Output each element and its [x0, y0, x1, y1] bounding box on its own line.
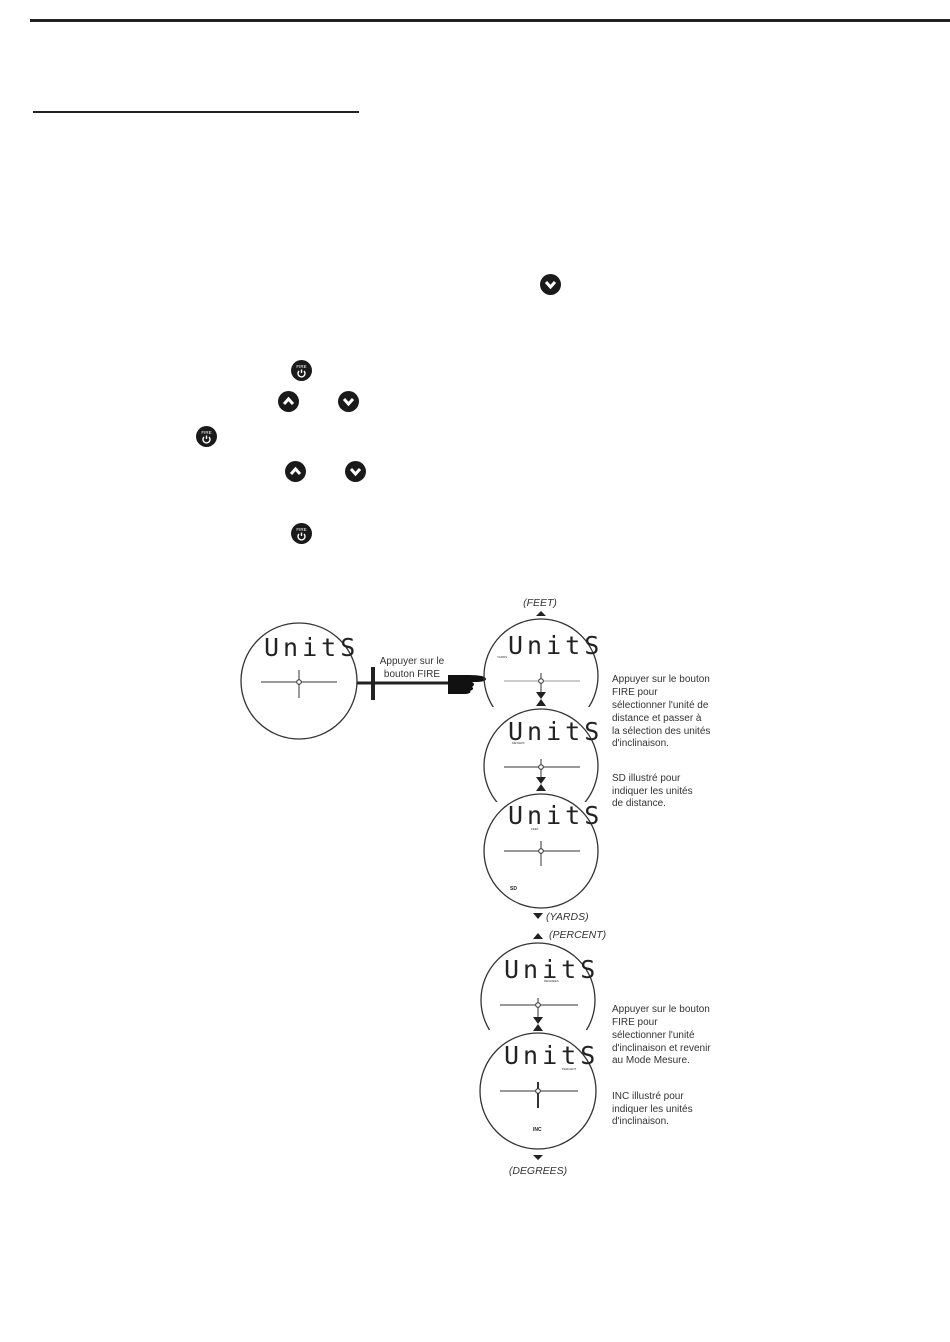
display-units-initial: UnitS	[240, 622, 359, 740]
svg-text:distance et passer à: distance et passer à	[612, 713, 702, 724]
chevron-up-icon	[278, 391, 299, 412]
svg-text:DEGREES: DEGREES	[544, 979, 559, 983]
section-title-underline	[33, 111, 359, 113]
svg-text:FEET: FEET	[531, 827, 539, 831]
chevron-down-icon	[345, 461, 366, 482]
top-rule	[30, 19, 950, 22]
display-units-yards	[483, 618, 599, 707]
svg-text:(YARDS): (YARDS)	[546, 911, 589, 923]
svg-text:bouton FIRE: bouton FIRE	[384, 669, 440, 680]
fire-button-icon: FIRE	[196, 426, 217, 447]
note-sd: SD illustré pour indiquer les unités de …	[612, 773, 693, 809]
display-units-feet: UnitS FEET SD	[483, 793, 603, 909]
svg-text:(FEET): (FEET)	[523, 597, 557, 609]
svg-text:indiquer les unités: indiquer les unités	[612, 1104, 693, 1115]
fire-button-icon: FIRE	[291, 523, 312, 544]
note-incline-selection: Appuyer sur le bouton FIRE pour sélectio…	[612, 1004, 711, 1066]
chevron-up-icon	[285, 461, 306, 482]
chevron-down-icon	[338, 391, 359, 412]
svg-text:UnitS: UnitS	[504, 1041, 599, 1070]
svg-text:d'inclinaison.: d'inclinaison.	[612, 1116, 669, 1127]
svg-text:d'inclinaison et revenir: d'inclinaison et revenir	[612, 1043, 711, 1054]
svg-text:de distance.: de distance.	[612, 798, 666, 809]
svg-text:Appuyer sur le bouton: Appuyer sur le bouton	[612, 674, 710, 685]
svg-text:SD illustré pour: SD illustré pour	[612, 773, 681, 784]
svg-text:YARDS: YARDS	[497, 655, 507, 659]
svg-text:sélectionner l'unité de: sélectionner l'unité de	[612, 700, 709, 711]
fire-button-icon: FIRE	[291, 360, 312, 381]
svg-text:FIRE pour: FIRE pour	[612, 1017, 658, 1028]
svg-text:SD: SD	[510, 886, 517, 892]
svg-text:au Mode Mesure.: au Mode Mesure.	[612, 1055, 690, 1066]
note-distance-selection: Appuyer sur le bouton FIRE pour sélectio…	[612, 674, 710, 749]
svg-text:la sélection des unités: la sélection des unités	[612, 726, 710, 737]
svg-text:UnitS: UnitS	[264, 633, 359, 662]
pointing-hand-icon	[448, 675, 486, 694]
svg-text:UnitS: UnitS	[508, 801, 603, 830]
display-units-degrees	[480, 942, 596, 1030]
svg-text:Appuyer sur le bouton: Appuyer sur le bouton	[612, 1004, 710, 1015]
svg-text:UnitS: UnitS	[504, 955, 599, 984]
svg-text:UnitS: UnitS	[508, 631, 603, 660]
svg-text:PERCENT: PERCENT	[562, 1067, 577, 1071]
svg-text:(DEGREES): (DEGREES)	[509, 1165, 567, 1177]
svg-text:Appuyer sur le: Appuyer sur le	[380, 656, 445, 667]
svg-text:METERS: METERS	[512, 741, 525, 745]
note-inc: INC illustré pour indiquer les unités d'…	[612, 1091, 693, 1127]
svg-text:d'inclinaison.: d'inclinaison.	[612, 738, 669, 749]
display-units-percent: UnitS PERCENT INC	[479, 1032, 599, 1150]
svg-text:FIRE pour: FIRE pour	[612, 687, 658, 698]
svg-text:FIRE: FIRE	[296, 364, 306, 369]
svg-text:sélectionner l'unité: sélectionner l'unité	[612, 1030, 695, 1041]
svg-text:indiquer les unités: indiquer les unités	[612, 786, 693, 797]
svg-text:FIRE: FIRE	[296, 527, 306, 532]
svg-text:UnitS: UnitS	[508, 717, 603, 746]
chevron-down-icon	[540, 274, 561, 295]
svg-text:INC illustré pour: INC illustré pour	[612, 1091, 684, 1102]
svg-text:(PERCENT): (PERCENT)	[549, 929, 606, 941]
display-units-meters	[483, 708, 599, 802]
svg-text:FIRE: FIRE	[201, 430, 211, 435]
svg-text:INC: INC	[533, 1127, 542, 1133]
